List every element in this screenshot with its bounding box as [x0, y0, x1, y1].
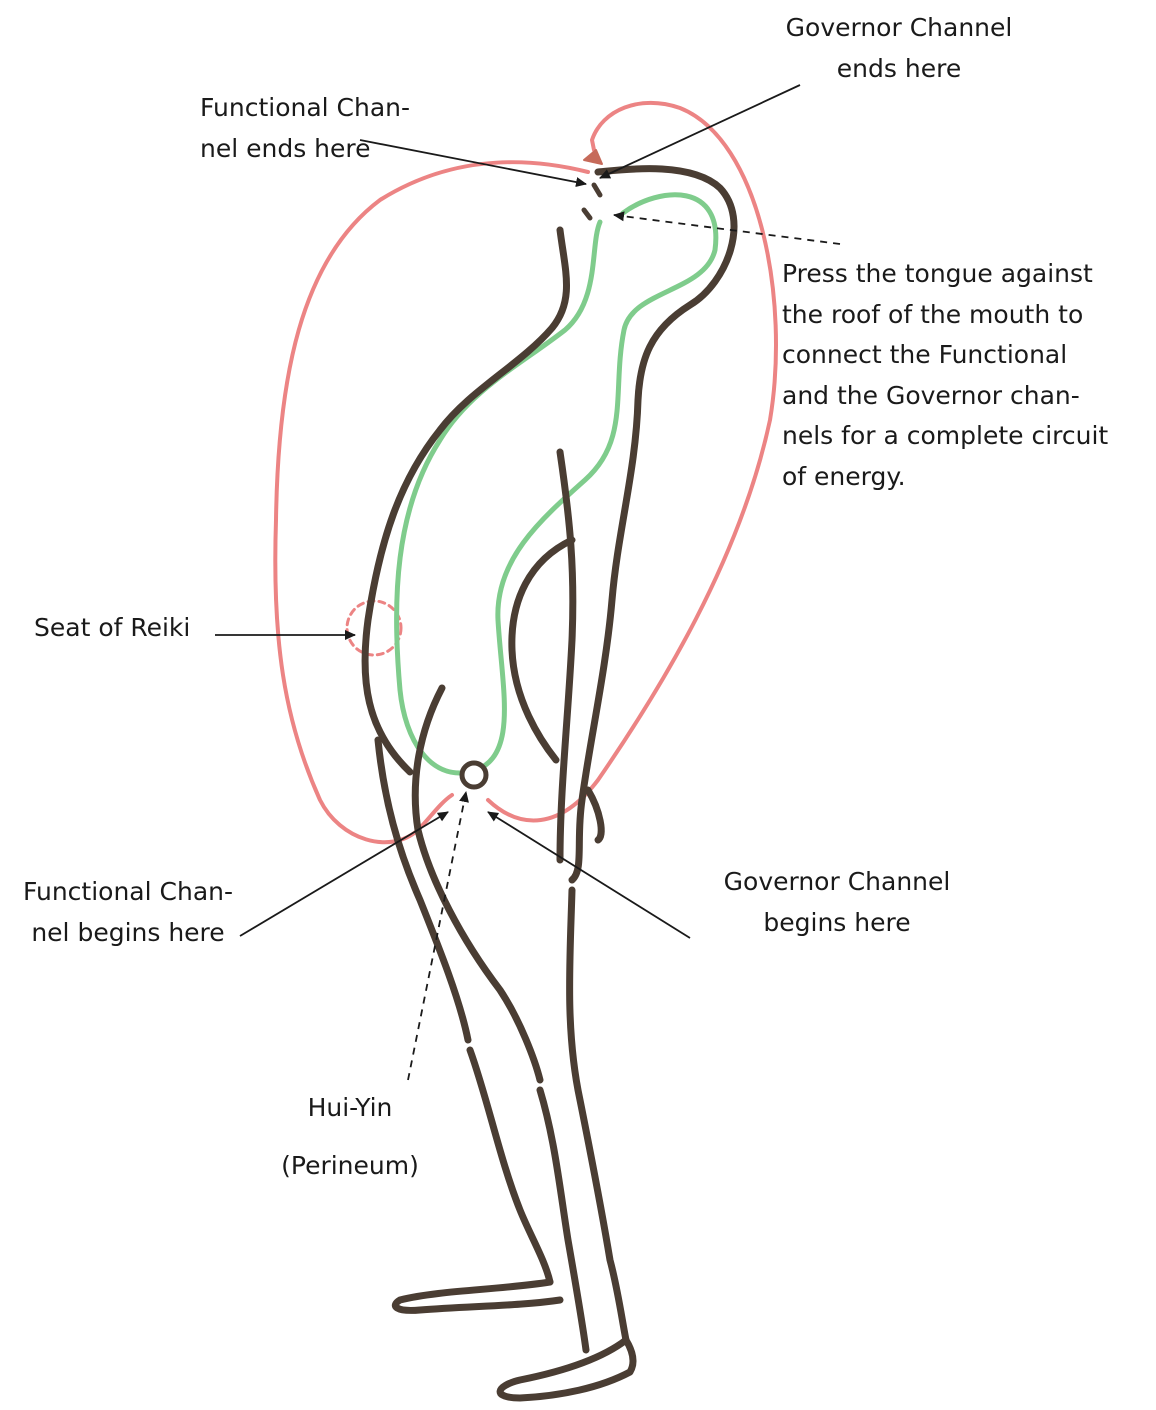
seat-of-reiki-marker: [347, 601, 401, 655]
governor-begin-label: Governor Channel begins here: [706, 862, 968, 943]
perineum-label: (Perineum): [262, 1146, 438, 1187]
hui-yin-label: Hui-Yin: [290, 1088, 410, 1129]
governor-channel: [275, 103, 776, 842]
tongue-note: Press the tongue against the roof of the…: [782, 254, 1108, 497]
arrow-governor-begin: [488, 812, 690, 938]
body-outline: [365, 169, 734, 1398]
arrow-tongue: [614, 215, 840, 244]
hui-yin-point: [462, 763, 486, 787]
governor-end-label: Governor Channel ends here: [768, 8, 1030, 89]
seat-of-reiki-label: Seat of Reiki: [34, 608, 190, 649]
arrow-governor-end: [600, 85, 800, 178]
functional-begin-label: Functional Chan- nel begins here: [8, 872, 248, 953]
functional-end-label: Functional Chan- nel ends here: [200, 88, 410, 169]
mouth-marks: [584, 185, 600, 218]
